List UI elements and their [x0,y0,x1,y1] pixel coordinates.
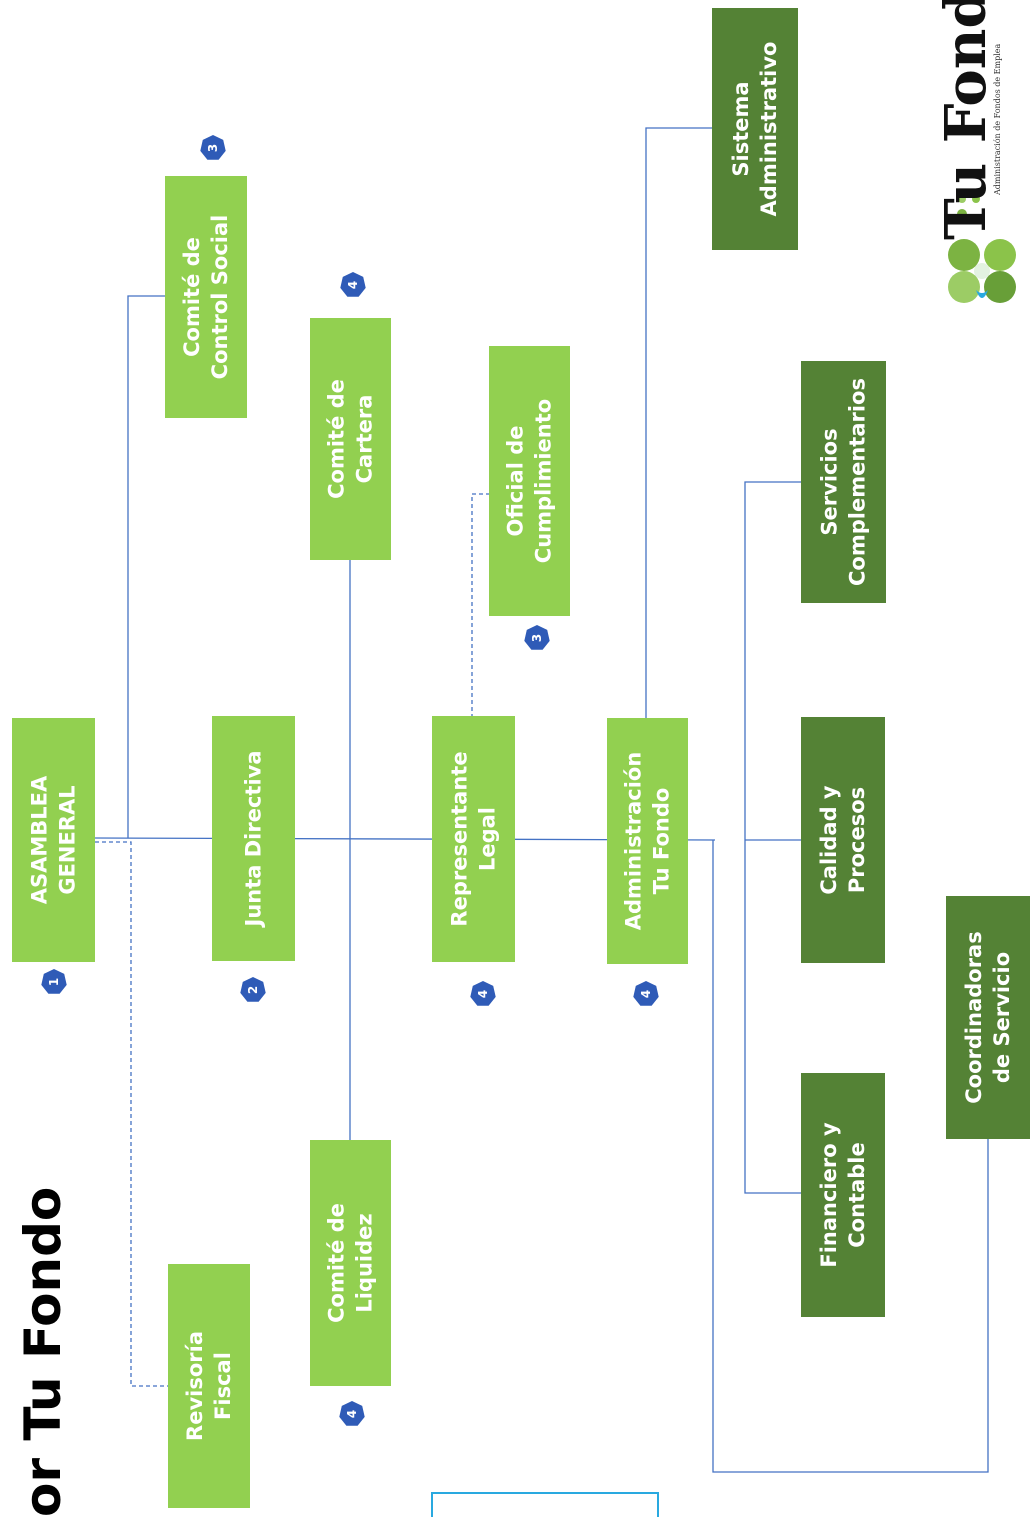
badge-number: 3 [530,634,544,642]
node-box [607,718,688,964]
badge-heptagon-icon [340,272,366,297]
node-label-line: ASAMBLEA [28,775,52,904]
node-junta: Junta Directiva [212,716,295,961]
node-label-line: Tu Fondo [650,788,674,895]
node-label-line: Fiscal [211,1352,235,1420]
node-label-line: Sistema [729,81,753,176]
connectors [94,127,989,1473]
connector-oficial [471,493,489,718]
node-label-line: Procesos [845,787,869,893]
logo: Tu Fondo Administración de Fondos de Emp… [933,0,1016,303]
level-badge: 4 [470,981,496,1006]
badge-heptagon-icon [240,977,266,1002]
badge-heptagon-icon [633,981,659,1006]
badge-number: 4 [476,990,490,998]
badge-number: 3 [206,144,220,152]
node-label-line: Revisoría [183,1331,207,1441]
badge-heptagon-icon [524,625,550,650]
badge-number: 2 [246,986,260,994]
node-label-line: Administración [622,752,646,931]
badge-heptagon-icon [470,981,496,1006]
level-badge: 1 [41,969,67,994]
page-title: or Tu Fondo [14,1187,72,1517]
level-badge: 4 [340,272,366,297]
node-label-line: Representante [448,751,472,926]
node-label-line: Liquidez [353,1213,377,1312]
connector-control-social [127,295,165,838]
level-badge: 4 [339,1401,365,1426]
connector-revisoria [95,841,168,1387]
node-box [801,361,886,603]
node-label-line: Calidad y [817,785,841,895]
node-box [712,8,798,250]
connector-coordinadoras [712,840,989,1473]
node-label-line: Junta Directiva [242,750,266,928]
badge-number: 1 [47,978,61,986]
cutoff-frame [431,1492,659,1517]
badge-number: 4 [345,1410,359,1418]
logo-clover-icon [948,195,1016,303]
connector-servicios-financiero [744,481,801,1194]
connector-sistema [645,127,712,718]
node-box [801,717,885,963]
node-label-line: Comité de [325,379,349,499]
level-badge: 3 [524,625,550,650]
node-label-line: Complementarios [846,378,870,586]
node-box [489,346,570,616]
node-label-line: Coordinadoras [962,931,986,1103]
node-label-line: Oficial de [504,425,528,536]
node-box [432,716,515,962]
badge-number: 4 [346,281,360,289]
node-label-line: Servicios [818,428,842,535]
node-box [310,318,391,560]
node-label-line: Financiero y [817,1122,841,1268]
node-box [165,176,247,418]
logo-subtitle: Administración de Fondos de Emplea [993,43,1002,196]
badge-heptagon-icon [339,1401,365,1426]
level-badge: 3 [200,135,226,160]
badges: 1 2 4 4 3 4 3 4 [41,135,659,1426]
badge-heptagon-icon [200,135,226,160]
node-label-line: de Servicio [990,952,1014,1083]
node-label-line: Cumplimiento [532,399,556,563]
node-label-line: Comité de [325,1203,349,1323]
badge-heptagon-icon [41,969,67,994]
node-label-line: Control Social [208,215,232,380]
node-box [12,718,95,962]
node-label-line: Contable [845,1142,869,1247]
node-label-line: Administrativo [757,42,781,217]
node-label-line: Comité de [180,237,204,357]
node-label-line: Cartera [353,395,377,484]
node-box [801,1073,885,1317]
node-label-line: GENERAL [56,785,80,894]
badge-number: 4 [639,990,653,998]
level-badge: 4 [633,981,659,1006]
node-box [310,1140,391,1386]
node-box [946,896,1030,1139]
level-badge: 2 [240,977,266,1002]
node-box [212,716,295,961]
node-label-line: Legal [476,807,500,871]
node-box [168,1264,250,1508]
logo-text: Tu Fondo [933,0,999,240]
